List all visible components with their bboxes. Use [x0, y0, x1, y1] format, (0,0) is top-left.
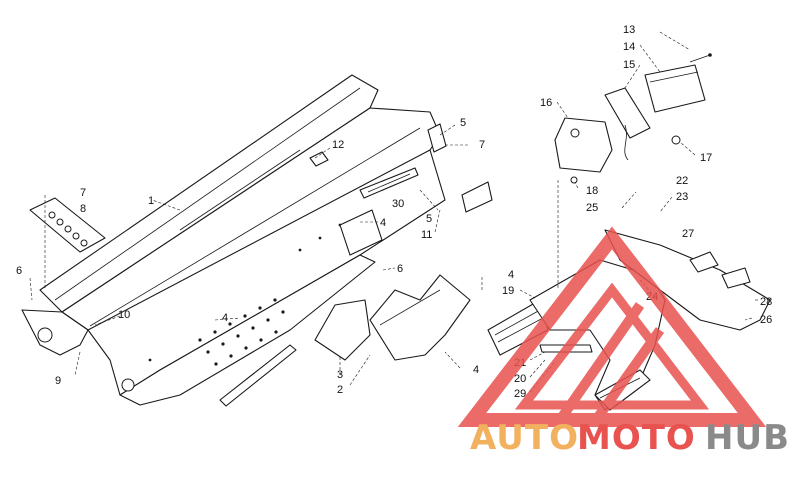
taillight-assembly: [554, 53, 712, 184]
callout-5a: 5: [460, 117, 466, 129]
callout-14: 14: [623, 41, 635, 53]
callout-17: 17: [700, 152, 712, 164]
callout-22: 22: [676, 175, 688, 187]
watermark-triangle-logo: [457, 226, 767, 427]
callout-6b: 6: [397, 263, 403, 275]
callout-6a: 6: [16, 265, 22, 277]
callout-16: 16: [540, 97, 552, 109]
callout-12: 12: [332, 139, 344, 151]
callout-4a: 4: [222, 312, 228, 324]
callout-4c: 4: [508, 269, 514, 281]
callout-26: 26: [760, 314, 772, 326]
perforation-dots: [148, 223, 342, 366]
callout-28: 28: [760, 296, 772, 308]
callout-2: 2: [337, 384, 343, 396]
automotohub-watermark: AUTO MOTO HUB: [457, 226, 790, 458]
callout-3: 3: [337, 369, 343, 381]
callout-19: 19: [502, 285, 514, 297]
watermark-hub: HUB: [705, 418, 790, 458]
callout-20: 20: [514, 373, 526, 385]
callout-10: 10: [118, 309, 130, 321]
watermark-moto: MOTO: [577, 418, 696, 458]
callout-7a: 7: [80, 187, 86, 199]
callout-18: 18: [586, 185, 598, 197]
callout-29: 29: [514, 388, 526, 400]
callout-4d: 4: [473, 364, 479, 376]
callout-1: 1: [148, 195, 154, 207]
callout-30: 30: [392, 198, 404, 210]
callout-23: 23: [676, 191, 688, 203]
callout-4b: 4: [380, 217, 386, 229]
callout-8: 8: [80, 203, 86, 215]
perforated-bar: [29, 197, 106, 253]
callout-5b: 5: [426, 213, 432, 225]
flap-brackets: [314, 274, 471, 361]
watermark-auto: AUTO: [470, 418, 579, 458]
callout-9: 9: [55, 375, 61, 387]
callout-7b: 7: [479, 139, 485, 151]
callout-13: 13: [623, 24, 635, 36]
tunnel-assembly: [21, 74, 493, 407]
callout-11: 11: [421, 229, 432, 241]
callout-15: 15: [623, 59, 635, 71]
callout-25: 25: [586, 202, 598, 214]
callout-27: 27: [682, 228, 694, 240]
